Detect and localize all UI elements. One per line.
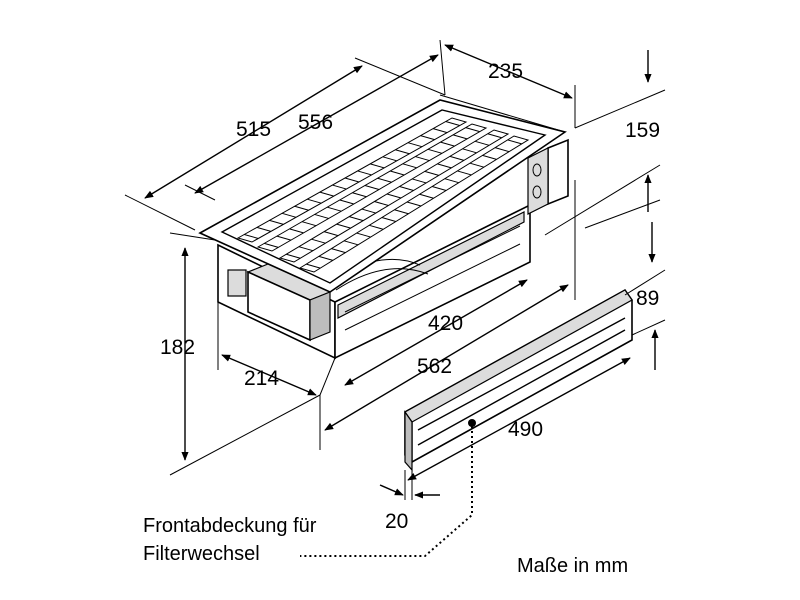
front-cover-edge: [404, 410, 413, 472]
grille-slot-divider: [444, 178, 459, 184]
grille-slot-divider: [445, 121, 460, 127]
grille-slot-divider: [269, 219, 284, 225]
grille-slot-divider: [482, 154, 497, 160]
dim-line-490: [407, 357, 631, 481]
grille-slot-divider: [356, 232, 371, 238]
grille-slot-divider: [323, 231, 339, 237]
grille-slot-divider: [381, 217, 396, 223]
grille-slot-divider: [327, 206, 342, 212]
grille-slot-divider: [469, 162, 485, 168]
dim-label-235: 235: [488, 60, 523, 83]
end-block-hole-2: [532, 185, 542, 199]
grille-slot-divider: [301, 221, 317, 227]
dimension-lines: [124, 39, 666, 557]
grille-slot-divider: [419, 193, 434, 199]
ext-lines-159: [544, 89, 666, 236]
grille-slot-divider: [289, 228, 304, 234]
grille-slot-divider: [256, 226, 272, 232]
grille-slot-divider: [331, 248, 346, 254]
dim-line-235: [444, 44, 573, 99]
grille-slot-divider: [298, 246, 314, 252]
grille-slot-divider: [318, 255, 334, 261]
grille-slot-divider: [394, 209, 409, 215]
grille-slot-divider: [339, 199, 354, 205]
grille-slot-divider: [494, 147, 510, 153]
grille-slot-divider: [276, 235, 292, 241]
dim-label-89: 89: [636, 287, 659, 310]
grille-slot-divider: [294, 205, 309, 211]
grille-slot-divider: [306, 263, 321, 269]
dim-label-159: 159: [625, 119, 660, 142]
dim-line-214: [221, 354, 317, 396]
dim-label-515: 515: [236, 118, 271, 141]
grille-slot-divider: [369, 224, 384, 230]
grille-slot-divider: [374, 201, 389, 207]
grille-slot-divider: [281, 212, 297, 218]
grille-slot-divider: [286, 253, 301, 259]
grille-slot-divider: [314, 213, 329, 219]
units-note: Maße in mm: [517, 555, 628, 577]
grille-slot-divider: [452, 134, 468, 140]
grille-slot-divider: [474, 140, 490, 146]
filter-block-side: [309, 291, 331, 341]
caption-line-1: Frontabdeckung für: [143, 515, 317, 537]
ext-lines-182: [169, 232, 321, 476]
dim-line-20-left: [379, 484, 404, 496]
dimension-labels: 515 556 235 159 182 214 420 562 89 490 2…: [160, 60, 660, 533]
grille-slot-divider: [349, 216, 364, 222]
grille-slot-divider: [406, 201, 422, 207]
grille-slot-divider: [457, 170, 472, 176]
ext-lines-20: [404, 470, 413, 500]
grille-slot-divider: [465, 127, 480, 133]
dim-label-490: 490: [508, 418, 543, 441]
grille-slot-divider: [440, 141, 455, 147]
grille-slot-divider: [361, 208, 376, 214]
end-block-hole: [532, 163, 542, 177]
grille-slot-divider: [437, 163, 452, 169]
grille-slot-divider: [449, 155, 465, 161]
grille-slot-divider: [336, 223, 351, 229]
captions: Frontabdeckung für Filterwechsel Maße in…: [143, 515, 628, 577]
end-block-side: [527, 147, 549, 215]
dim-label-182: 182: [160, 336, 195, 359]
grille-slot-divider: [244, 233, 259, 239]
dim-label-214: 214: [244, 367, 279, 390]
end-block-front: [547, 138, 569, 206]
housing-bracket: [227, 269, 247, 297]
grille-slot-divider: [264, 242, 279, 248]
caption-line-2: Filterwechsel: [143, 543, 260, 565]
dim-line-562: [324, 284, 569, 431]
grille-slot-divider: [307, 198, 322, 204]
dim-label-562: 562: [417, 355, 452, 378]
dim-label-420: 420: [428, 312, 463, 335]
cover-marker-dot: [468, 419, 476, 427]
dim-line-556: [194, 54, 439, 194]
grille-slot-divider: [462, 148, 477, 154]
grille-slot-divider: [487, 133, 502, 139]
dim-label-20: 20: [385, 510, 408, 533]
leader-line: [300, 426, 473, 557]
grille-slot-divider: [343, 240, 359, 246]
grille-slot-divider: [386, 193, 402, 199]
grille-slot-divider: [507, 139, 522, 145]
grille-slot-divider: [311, 238, 326, 244]
dim-label-556: 556: [298, 111, 333, 134]
